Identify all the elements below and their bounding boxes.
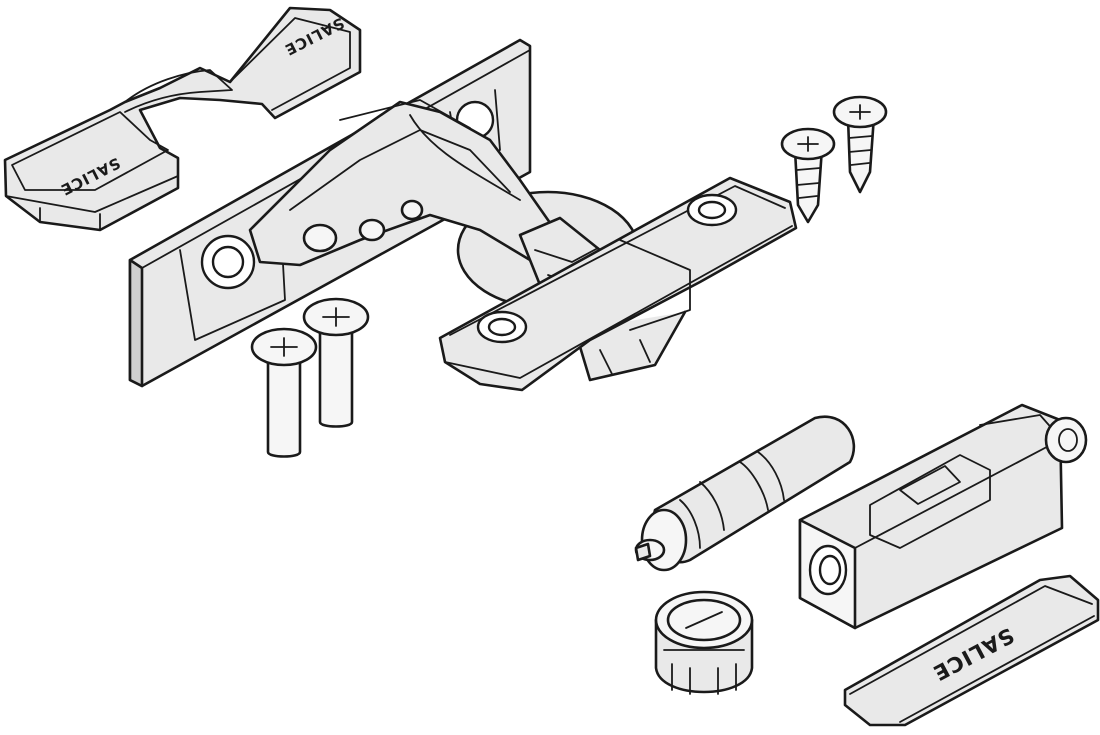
euro-screw-2	[302, 297, 370, 428]
chipboard-screw-2	[832, 95, 888, 194]
arm-pivot-pin	[302, 223, 338, 253]
damper-housing	[798, 403, 1088, 630]
chipboard-screw-1	[780, 127, 836, 224]
euro-screw-1	[250, 327, 318, 458]
damper-cylinder	[634, 415, 856, 572]
hinge-cup-flange	[438, 176, 798, 392]
cover-cap: SALICE SALICE	[3, 6, 362, 232]
phillips-cross-icon	[322, 307, 350, 327]
phillips-cross-icon	[849, 104, 871, 120]
phillips-cross-icon	[270, 337, 298, 357]
damper-bushing	[654, 590, 754, 695]
phillips-cross-icon	[797, 136, 819, 152]
